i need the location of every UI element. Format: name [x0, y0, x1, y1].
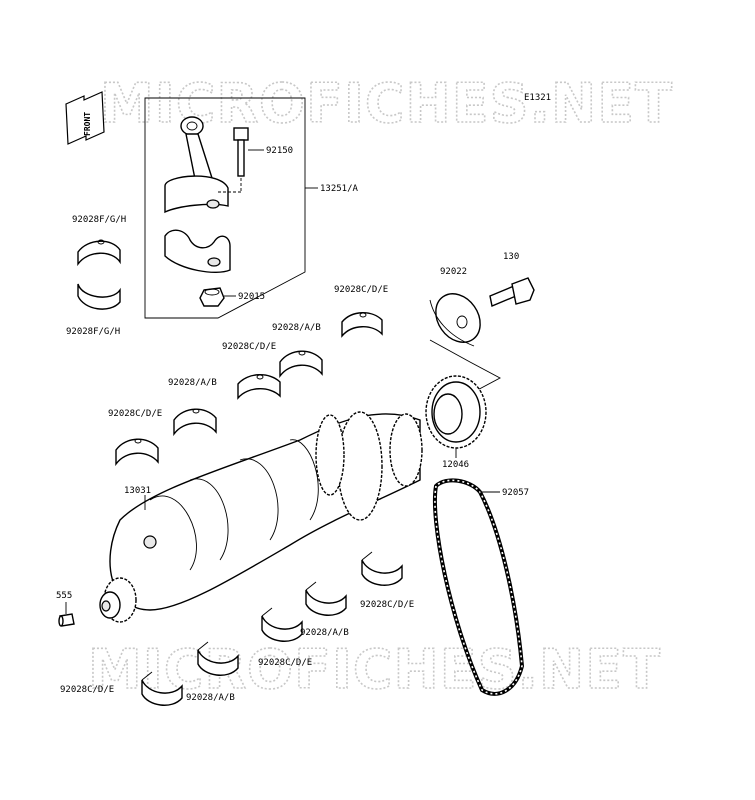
- main-bearing-7: [305, 581, 347, 616]
- front-label: FRONT: [83, 112, 92, 136]
- dowel-pin: [58, 613, 75, 627]
- label-12046: 12046: [442, 460, 469, 470]
- cam-chain: [432, 478, 525, 696]
- label-92028fgh-bottom: 92028F/G/H: [66, 327, 120, 337]
- main-bearing-1: [341, 312, 383, 338]
- label-92028cde-3: 92028C/D/E: [108, 409, 162, 419]
- gear-bolt: [489, 277, 535, 307]
- label-555: 555: [56, 591, 72, 601]
- label-13031: 13031: [124, 486, 151, 496]
- label-92028cde-1: 92028C/D/E: [334, 285, 388, 295]
- main-bearing-4: [173, 408, 217, 437]
- label-130: 130: [503, 252, 519, 262]
- conrod-bearing-lower: [77, 283, 121, 310]
- front-arrow-icon: FRONT: [65, 91, 105, 145]
- label-92028cde-5: 92028C/D/E: [258, 658, 312, 668]
- main-bearing-5: [115, 438, 159, 467]
- crank-gear: [425, 375, 487, 458]
- label-92150: 92150: [266, 146, 293, 156]
- label-92022: 92022: [440, 267, 467, 277]
- main-bearing-9: [197, 641, 239, 676]
- label-92057: 92057: [502, 488, 529, 498]
- connecting-rod-cap: [164, 229, 231, 273]
- label-92028cde-4: 92028C/D/E: [360, 600, 414, 610]
- label-92028ab-2: 92028/A/B: [168, 378, 217, 388]
- main-bearing-3: [237, 374, 281, 400]
- crankshaft: [99, 411, 423, 623]
- watermark-bottom: MICROFICHES.NET: [88, 638, 661, 701]
- label-92015: 92015: [238, 292, 265, 302]
- connecting-rod: [164, 116, 229, 214]
- conrod-bolt: [233, 127, 264, 177]
- main-bearing-2: [279, 350, 323, 379]
- label-13251a: 13251/A: [320, 184, 359, 194]
- conrod-nut: [199, 287, 236, 307]
- main-bearing-10: [141, 671, 183, 706]
- main-bearing-8: [261, 607, 303, 642]
- label-92028ab-3: 92028/A/B: [300, 628, 349, 638]
- washer: [429, 293, 481, 347]
- conrod-assembly-box: [144, 97, 306, 319]
- diagram-code: E1321: [524, 93, 551, 103]
- label-92028cde-6: 92028C/D/E: [60, 685, 114, 695]
- label-92028cde-2: 92028C/D/E: [222, 342, 276, 352]
- label-92028ab-4: 92028/A/B: [186, 693, 235, 703]
- main-bearing-6: [361, 551, 403, 586]
- label-92028ab-1: 92028/A/B: [272, 323, 321, 333]
- conrod-bearing-upper: [77, 239, 121, 267]
- label-92028fgh-top: 92028F/G/H: [72, 215, 126, 225]
